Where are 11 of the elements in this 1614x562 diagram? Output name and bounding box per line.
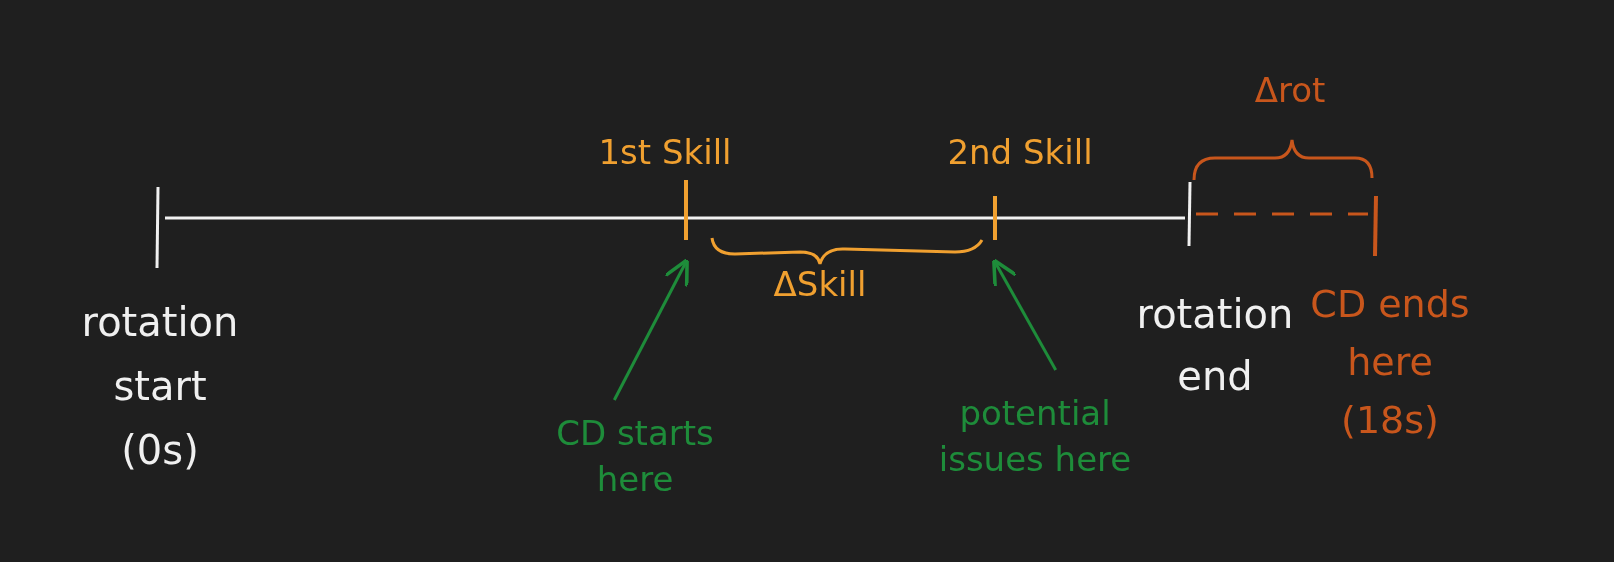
tick-mark [993, 196, 997, 240]
interval-label: Δrot [1253, 69, 1327, 112]
interval-label: ΔSkill [772, 263, 868, 306]
event-label: 1st Skill [597, 131, 733, 174]
arrow [992, 258, 1057, 371]
timeline-label: CD ends here (18s) [1309, 281, 1471, 444]
arrow [612, 258, 689, 401]
tick-mark [684, 180, 688, 240]
event-label: 2nd Skill [946, 131, 1094, 174]
annotation-text: CD starts here [520, 410, 750, 502]
timeline-label: rotation start (0s) [80, 298, 240, 475]
